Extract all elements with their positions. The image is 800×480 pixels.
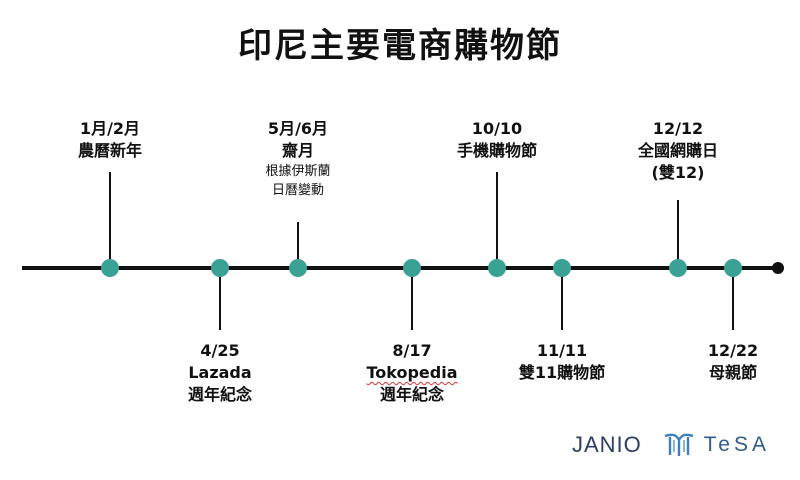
event-date: 12/12 — [652, 119, 704, 138]
event-date: 5月/6月 — [267, 119, 329, 138]
page-title: 印尼主要電商購物節 — [238, 26, 562, 66]
tesa-logo-icon — [664, 433, 694, 456]
timeline-end-dot — [772, 262, 784, 274]
event-node — [289, 259, 307, 277]
event-node — [724, 259, 742, 277]
event-node — [488, 259, 506, 277]
janio-logo: JANIO — [572, 432, 642, 457]
event-node — [211, 259, 229, 277]
event-node — [403, 259, 421, 277]
event-name: (雙12) — [651, 163, 705, 182]
event-node — [669, 259, 687, 277]
event-name: 齋月 — [281, 141, 315, 160]
event-label: 5月/6月齋月根據伊斯蘭日曆變動 — [265, 118, 330, 200]
event-name: 雙11購物節 — [518, 363, 606, 382]
event-note: 根據伊斯蘭 — [265, 164, 331, 179]
event-date: 11/11 — [536, 341, 588, 360]
event-date: 12/22 — [707, 341, 759, 360]
tesa-logo: TeSA — [662, 432, 770, 458]
event-name: Tokopedia — [366, 363, 458, 382]
event-label: 12/12 全國網購日 (雙12) — [638, 118, 718, 184]
event-node — [553, 259, 571, 277]
event-name: 全國網購日 — [637, 141, 719, 160]
event-label: 12/22 母親節 — [708, 340, 758, 384]
event-date: 8/17 — [392, 341, 432, 360]
event-date: 1月/2月 — [79, 119, 141, 138]
event-label: 1月/2月農曆新年 — [78, 118, 142, 162]
event-name: 母親節 — [708, 363, 757, 382]
event-name: 週年紀念 — [379, 385, 444, 404]
event-label: 11/11 雙11購物節 — [519, 340, 605, 384]
event-name: 農曆新年 — [77, 141, 143, 160]
event-note: 日曆變動 — [271, 183, 325, 198]
event-date: 4/25 — [200, 341, 240, 360]
event-label: 10/10 手機購物節 — [457, 118, 537, 162]
logos: JANIO TeSA — [572, 432, 770, 458]
event-name: 週年紀念 — [187, 385, 253, 404]
event-date: 10/10 — [471, 119, 523, 138]
event-node — [101, 259, 119, 277]
tesa-logo-text: TeSA — [703, 433, 770, 456]
event-name: 手機購物節 — [456, 141, 538, 160]
event-name: Lazada — [188, 363, 252, 382]
